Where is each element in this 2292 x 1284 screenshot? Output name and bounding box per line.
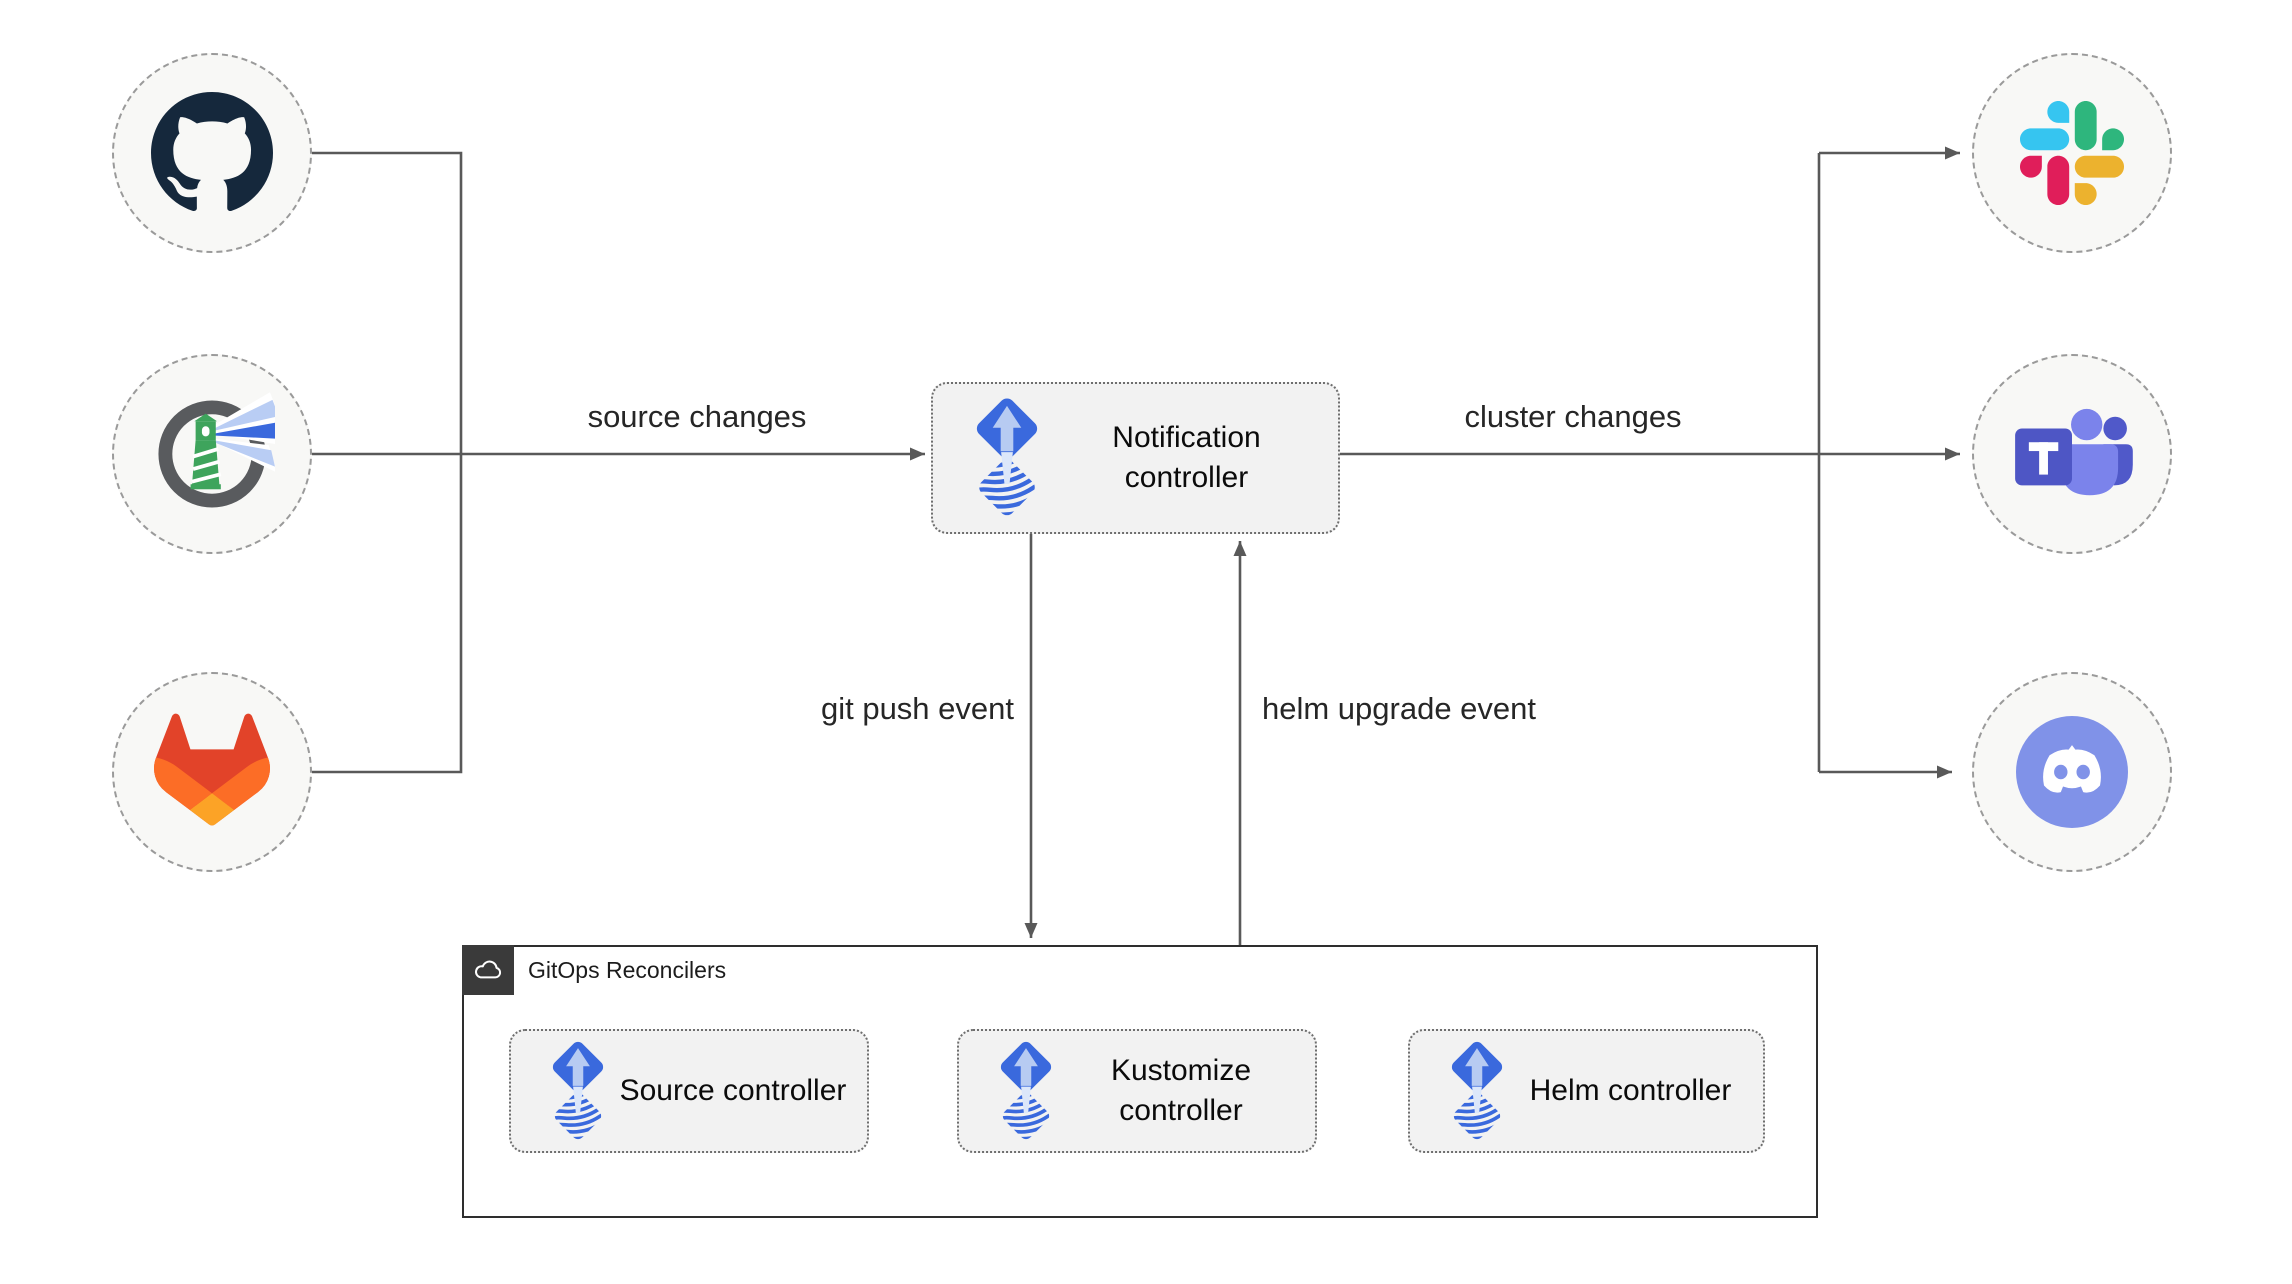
flux-icon bbox=[965, 395, 1049, 521]
teams-node bbox=[1972, 354, 2172, 554]
git-push-event-label: git push event bbox=[820, 691, 1014, 726]
flux-icon bbox=[543, 1039, 613, 1144]
github-node bbox=[112, 53, 312, 253]
github-icon bbox=[151, 92, 273, 214]
source-controller-box: Source controller bbox=[509, 1029, 869, 1153]
gitlab-node bbox=[112, 672, 312, 872]
helm-controller-box: Helm controller bbox=[1408, 1029, 1765, 1153]
harbor-icon bbox=[149, 391, 275, 517]
gitops-reconcilers-container: GitOps Reconcilers Source controller Kus… bbox=[462, 945, 1818, 1218]
source-changes-label: source changes bbox=[587, 399, 807, 434]
source-junction-line bbox=[312, 151, 463, 774]
discord-icon bbox=[2016, 716, 2128, 828]
helm-controller-label: Helm controller bbox=[1529, 1073, 1732, 1107]
notification-controller-box: Notification controller bbox=[931, 382, 1340, 534]
flux-icon bbox=[1442, 1039, 1512, 1144]
gitops-reconcilers-title: GitOps Reconcilers bbox=[528, 957, 727, 983]
cluster-changes-label: cluster changes bbox=[1464, 399, 1682, 434]
gitlab-icon bbox=[143, 708, 281, 836]
slack-icon bbox=[2020, 101, 2124, 205]
flux-icon bbox=[991, 1039, 1061, 1144]
source-controller-label: Source controller bbox=[619, 1073, 847, 1107]
cloud-badge bbox=[462, 945, 514, 995]
discord-node bbox=[1972, 672, 2172, 872]
kustomize-controller-label: Kustomize controller bbox=[1110, 1053, 1252, 1128]
microsoft-teams-icon bbox=[2011, 403, 2133, 505]
notification-controller-label: Notification controller bbox=[1112, 420, 1261, 495]
slack-node bbox=[1972, 53, 2172, 253]
kustomize-controller-box: Kustomize controller bbox=[957, 1029, 1317, 1153]
helm-upgrade-event-label: helm upgrade event bbox=[1262, 691, 1537, 726]
cloud-icon bbox=[472, 954, 504, 986]
harbor-node bbox=[112, 354, 312, 554]
